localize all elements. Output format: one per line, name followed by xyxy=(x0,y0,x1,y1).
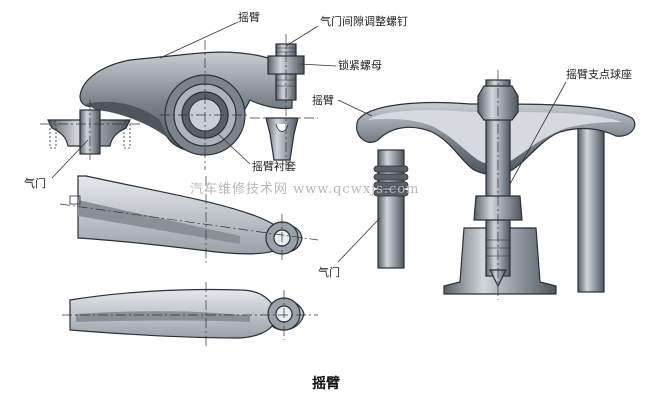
rocker-assembly-side-view xyxy=(40,34,318,170)
rocker-arm-top-profile xyxy=(77,175,303,255)
label-valve-left: 气门 xyxy=(24,176,46,190)
label-lock-nut: 锁紧螺母 xyxy=(338,58,382,72)
rocker-arm-shadow xyxy=(86,101,168,138)
valve-spring-coils xyxy=(373,165,409,197)
label-rocker-arm-top: 摇臂 xyxy=(238,10,260,24)
label-valve-right: 气门 xyxy=(318,265,340,279)
figure-caption: 摇臂 xyxy=(312,375,340,392)
rocker-arm-top-view xyxy=(59,175,319,264)
label-adjust-screw: 气门间隙调整螺钉 xyxy=(320,14,408,28)
stamped-rocker-assembly xyxy=(356,70,636,300)
label-rocker-arm-right: 摇臂 xyxy=(312,93,334,107)
pivot-ball-nut xyxy=(473,195,523,221)
label-bushing: 摇臂衬套 xyxy=(252,159,296,173)
watermark: 汽车维修技术网 www.qcwxjs.com xyxy=(190,181,419,197)
label-pivot-ball-seat: 摇臂支点球座 xyxy=(566,67,632,81)
leader-lines xyxy=(51,21,567,263)
valve-stem-cap xyxy=(265,117,299,161)
rocker-arm-bottom-view xyxy=(62,282,318,348)
push-rod xyxy=(577,127,605,293)
